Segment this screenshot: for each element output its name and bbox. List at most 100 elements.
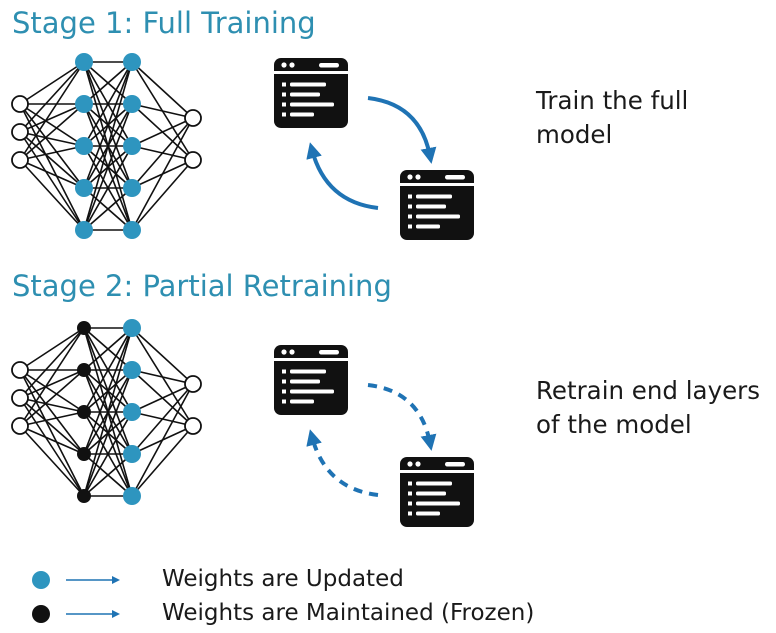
connection-line	[19, 397, 85, 497]
hidden-layer-1-node	[75, 137, 93, 155]
hidden-layer-1-node	[75, 53, 93, 71]
output-node	[184, 151, 202, 169]
window-dot	[415, 174, 421, 180]
connection-line	[83, 369, 133, 497]
window-header-bar	[445, 175, 465, 180]
connection-line	[83, 61, 133, 147]
connection-line	[131, 117, 194, 189]
frozen-node-icon	[32, 605, 50, 623]
window-bullet	[282, 369, 286, 374]
output-node	[184, 417, 202, 435]
input-node	[11, 417, 29, 435]
hidden-layer-2-node	[123, 487, 141, 505]
hidden-layer-1-node	[77, 489, 91, 503]
input-node	[11, 361, 29, 379]
connection-line	[131, 383, 194, 413]
connection-line	[131, 327, 194, 385]
training-cycle-stage-2	[274, 345, 474, 527]
stage-1-description: Train the full model	[536, 84, 688, 152]
connection-line	[131, 117, 194, 147]
window-header-divider	[274, 358, 348, 361]
connection-line	[131, 61, 194, 119]
window-text-line	[290, 92, 320, 97]
window-bullet	[408, 214, 412, 219]
cycle-arrow-icon	[306, 142, 379, 210]
window-dot	[415, 461, 421, 467]
window-bullet	[282, 379, 286, 384]
hidden-layer-2-node	[123, 221, 141, 239]
connection-line	[83, 327, 133, 497]
hidden-layer-2-node	[123, 403, 141, 421]
window-header-bar	[319, 63, 339, 68]
connection-line	[19, 327, 85, 371]
connection-line	[19, 425, 85, 455]
window-bullet	[282, 389, 286, 394]
neural-network-icon	[11, 53, 202, 239]
connection-line	[83, 327, 133, 455]
connection-line	[19, 327, 85, 399]
connection-line	[83, 187, 133, 231]
connection-line	[83, 411, 133, 497]
window-dot	[281, 349, 287, 355]
hidden-layer-1-node	[75, 179, 93, 197]
output-node	[184, 109, 202, 127]
connection-line	[131, 425, 194, 497]
window-header-divider	[274, 71, 348, 74]
connection-line	[19, 131, 85, 147]
hidden-layer-1-node	[77, 447, 91, 461]
network-connections	[19, 327, 194, 497]
connection-line	[19, 369, 85, 497]
window-dot	[289, 349, 295, 355]
window-bullet	[408, 481, 412, 486]
stage-2-description: Retrain end layers of the model	[536, 374, 760, 442]
connection-line	[19, 103, 85, 189]
browser-window-icon	[400, 457, 474, 527]
connection-line	[19, 397, 85, 413]
connection-line	[83, 61, 133, 231]
window-dot	[407, 461, 413, 467]
network-nodes	[11, 53, 202, 239]
hidden-layer-1-node	[75, 95, 93, 113]
browser-window-icon	[274, 58, 348, 128]
connection-line	[131, 383, 194, 497]
connection-line	[19, 159, 85, 231]
connection-line	[131, 383, 194, 455]
legend-updated-label: Weights are Updated	[162, 566, 404, 592]
window-bullet	[408, 224, 412, 229]
window-text-line	[290, 399, 314, 404]
hidden-layer-2-node	[123, 95, 141, 113]
window-header-divider	[400, 183, 474, 186]
connection-line	[83, 61, 133, 105]
updated-node-icon	[32, 571, 50, 589]
window-text-line	[290, 369, 326, 374]
hidden-layer-1-node	[77, 405, 91, 419]
hidden-layer-2-node	[123, 319, 141, 337]
window-bullet	[408, 511, 412, 516]
window-bullet	[408, 204, 412, 209]
connection-line	[19, 145, 85, 161]
window-bullet	[282, 399, 286, 404]
window-text-line	[290, 379, 320, 384]
connection-line	[131, 103, 194, 119]
hidden-layer-2-node	[123, 361, 141, 379]
connection-line	[19, 103, 85, 133]
connection-line	[19, 327, 85, 427]
browser-window-icon	[274, 345, 348, 415]
connection-line	[19, 369, 85, 455]
connection-line	[19, 369, 85, 427]
training-cycle-stage-1	[274, 58, 474, 240]
network-nodes	[11, 319, 202, 505]
connection-line	[19, 131, 85, 231]
browser-window-icon	[400, 170, 474, 240]
neural-network-icon	[11, 319, 202, 505]
window-header-bar	[319, 350, 339, 355]
stage-2-description-line-1: Retrain end layers	[536, 376, 760, 405]
connection-line	[19, 61, 85, 161]
hidden-layer-1-node	[77, 321, 91, 335]
legend-frozen-label: Weights are Maintained (Frozen)	[162, 600, 535, 626]
connection-line	[19, 103, 85, 231]
window-text-line	[290, 389, 334, 394]
window-text-line	[416, 224, 440, 229]
window-dot	[281, 62, 287, 68]
